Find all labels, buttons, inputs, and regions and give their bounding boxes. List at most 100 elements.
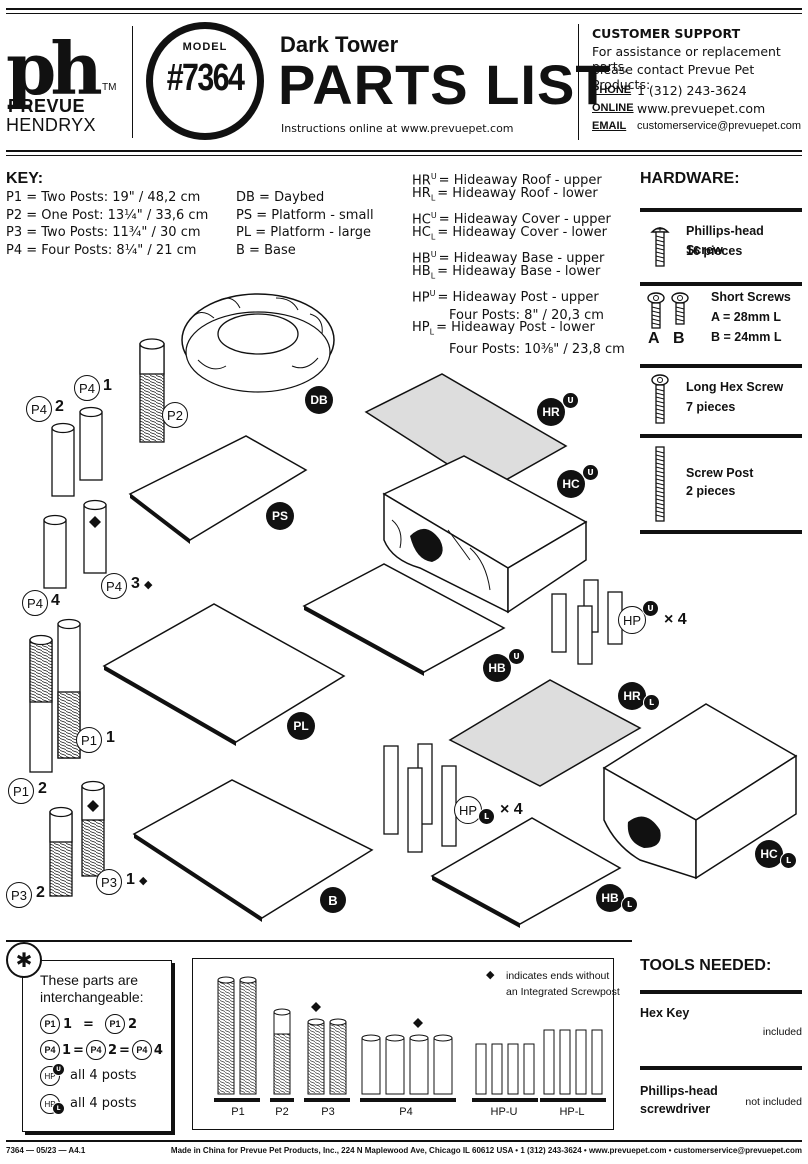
- tools-divider: [640, 1066, 802, 1070]
- hardware-divider: [640, 364, 802, 368]
- label-p4-1: P4: [74, 375, 100, 401]
- label-p1-1: P1: [76, 727, 102, 753]
- hp-lower-count: × 4: [500, 801, 523, 818]
- diamond-icon: ◆: [486, 968, 495, 981]
- equals: =: [119, 1042, 130, 1058]
- hideaway-roof-lower-drawing: [448, 679, 642, 787]
- interchange-p4-row: P4 1 = P4 2 = P4 4: [40, 1040, 163, 1060]
- chip-p4: P4: [85, 1040, 106, 1060]
- chip-num: 1: [63, 1016, 73, 1032]
- chip-sub: U: [52, 1063, 65, 1076]
- key-hideaway-code: HC: [412, 225, 431, 240]
- key-hideaway-text: = Hideaway Post - upper: [437, 290, 599, 306]
- chip-num: 2: [107, 1042, 117, 1058]
- screw-a-tag: A: [648, 330, 660, 347]
- short-screws-icon: [647, 292, 689, 329]
- key-hideaway-code: HB: [412, 264, 431, 279]
- label-p1-2: P1: [8, 778, 34, 804]
- hardware-divider: [640, 530, 802, 534]
- long-hex-screw-name: Long Hex Screw: [686, 380, 784, 394]
- key-hideaway-text: = Hideaway Roof - upper: [438, 173, 602, 189]
- key-hideaway-sub: L: [429, 327, 435, 337]
- product-name: Dark Tower: [280, 32, 399, 57]
- label-hp-lower: HP: [454, 796, 482, 824]
- label-hc-lower-sub: L: [780, 852, 797, 869]
- label-hr-lower-sub: L: [643, 694, 660, 711]
- key-hideaway-text: = Hideaway Roof - lower: [437, 186, 598, 201]
- caption-p3: P3: [321, 1106, 335, 1118]
- diamond-note-2: an Integrated Screwpost: [506, 986, 620, 998]
- chip-p1: P1: [40, 1014, 60, 1034]
- diamond-icon: ◆: [139, 874, 148, 887]
- label-p4-4: P4: [22, 590, 48, 616]
- phone-label: PHONE: [592, 84, 632, 96]
- hideaway-posts-lower-drawing: [383, 743, 457, 853]
- interchange-p1-row: P1 1 = P1 2: [40, 1014, 137, 1034]
- hideaway-cover-lower-drawing: [602, 703, 798, 880]
- support-divider: [578, 24, 579, 140]
- top-rule: [6, 8, 802, 10]
- key-hideaway-text: = Hideaway Cover - lower: [437, 225, 607, 240]
- key-hideaway-sub: L: [430, 271, 436, 281]
- key-hideaway-code: HC: [412, 212, 431, 228]
- brand-hendryx: HENDRYX: [6, 115, 96, 135]
- key-hideaway-text: = Hideaway Base - lower: [437, 264, 601, 279]
- footer-address: Made in China for Prevue Pet Products, I…: [170, 1146, 802, 1155]
- key-hideaway-row: HRL= Hideaway Roof - lower: [412, 185, 598, 207]
- parts-diagram: [29, 293, 798, 928]
- short-screw-b-length: B = 24mm L: [711, 330, 782, 344]
- chip-p4: P4: [131, 1040, 152, 1060]
- label-p4-2: P4: [26, 396, 52, 422]
- label-db: DB: [305, 386, 333, 414]
- label-p3-1: P3: [96, 869, 122, 895]
- label-p4-3-num: 3: [131, 575, 140, 592]
- email-label: EMAIL: [592, 120, 627, 132]
- label-p4-1-num: 1: [103, 377, 112, 394]
- instructions-note: Instructions online at www.prevuepet.com: [281, 122, 514, 135]
- support-title: CUSTOMER SUPPORT: [592, 26, 741, 41]
- label-pl: PL: [287, 712, 315, 740]
- key-hideaway-row: HCU= Hideaway Cover - upper: [412, 207, 611, 229]
- key-hideaway-text: = Hideaway Post - lower: [436, 320, 595, 335]
- tool-screwdriver-status: not included: [745, 1096, 802, 1108]
- hardware-long-hex-screw: Long Hex Screw 7 pieces: [640, 370, 802, 430]
- label-hr-upper-sub: U: [562, 392, 579, 409]
- online-label: ONLINE: [592, 102, 634, 114]
- caption-hp-u: HP-U: [490, 1106, 518, 1118]
- email-value[interactable]: customerservice@prevuepet.com: [637, 120, 802, 132]
- key-hideaway-extra: Four Posts: 8" / 20,3 cm: [449, 307, 604, 323]
- label-hc-lower: HC: [755, 840, 783, 868]
- asterisk-icon: ✱: [6, 942, 42, 978]
- caption-p1: P1: [231, 1106, 245, 1118]
- caption-hp-l: HP-L: [559, 1106, 585, 1118]
- footer-code: 7364 — 05/23 — A4.1: [6, 1146, 86, 1155]
- label-p2: P2: [162, 402, 188, 428]
- online-value[interactable]: www.prevuepet.com: [637, 101, 766, 116]
- phone-value[interactable]: 1 (312) 243-3624: [637, 83, 747, 98]
- key-hideaway-sub: U: [429, 289, 436, 298]
- key-hideaway-text: = Hideaway Cover - upper: [438, 212, 611, 228]
- label-p1-2-num: 2: [38, 780, 47, 797]
- label-hb-upper-sub: U: [508, 648, 525, 665]
- label-hb-lower-sub: L: [621, 896, 638, 913]
- label-b: B: [320, 887, 346, 913]
- label-hr-upper: HR: [537, 398, 565, 426]
- key-platform-small: PS = Platform - small: [236, 207, 374, 223]
- post-legend-drawing: [214, 976, 606, 1102]
- logo-tm: TM: [102, 82, 117, 93]
- label-p3-2: P3: [6, 882, 32, 908]
- all-4-posts-text: all 4 posts: [70, 1067, 137, 1083]
- key-post-p4: P4 = Four Posts: 8¼" / 21 cm: [6, 242, 197, 258]
- phillips-screw-detail: 16 pieces: [686, 244, 743, 258]
- interchange-hpl-row: HP L all 4 posts: [40, 1094, 137, 1115]
- hardware-divider: [640, 282, 802, 286]
- chip-p1: P1: [104, 1014, 125, 1034]
- key-daybed: DB = Daybed: [236, 190, 325, 205]
- key-post-p1: P1 = Two Posts: 19" / 48,2 cm: [6, 190, 201, 205]
- hardware-divider: [640, 208, 802, 212]
- key-hideaway-sub: L: [430, 232, 436, 242]
- chip-sub: L: [52, 1102, 65, 1115]
- hardware-screw-post: Screw Post 2 pieces: [640, 442, 802, 526]
- bottom-rule: [6, 940, 632, 942]
